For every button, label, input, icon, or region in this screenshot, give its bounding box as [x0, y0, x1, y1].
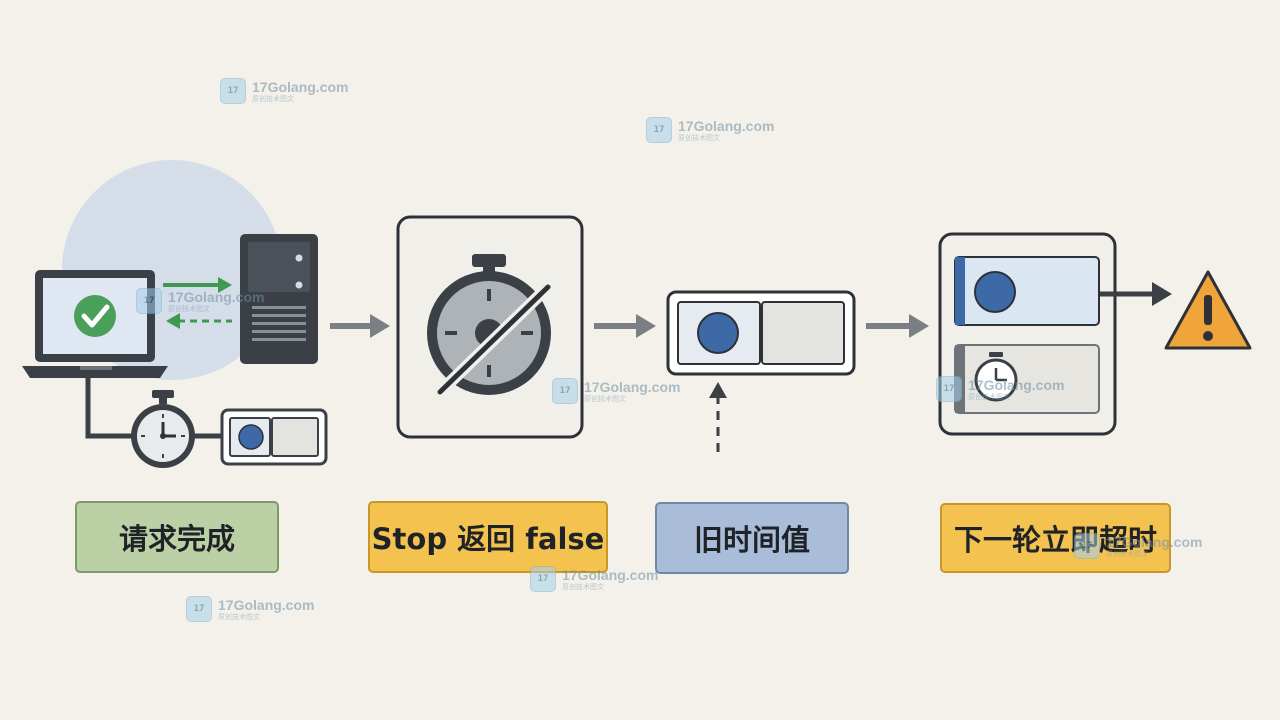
step-label-request-done: 请求完成	[75, 501, 279, 573]
step-label-old-value: 旧时间值	[655, 502, 849, 574]
old-value-dot	[697, 312, 739, 354]
panel-stop	[396, 215, 584, 439]
stopwatch-icon	[131, 390, 195, 468]
server-icon	[240, 234, 318, 364]
flow-arrow-1-head	[370, 314, 390, 338]
panel-old-value	[666, 290, 856, 452]
step-label-stop-false: Stop 返回 false	[368, 501, 608, 573]
small-stopwatch-icon	[974, 352, 1018, 402]
check-icon	[74, 295, 116, 337]
expired-value-dot	[974, 271, 1016, 313]
crossed-stopwatch-icon	[427, 254, 553, 397]
timer-slot-icon	[220, 408, 328, 466]
step-label-immediate-timeout: 下一轮立即超时	[940, 503, 1171, 573]
flow-arrow-3-head	[909, 314, 929, 338]
connector-cable	[85, 378, 140, 439]
flow-arrow-2-head	[636, 314, 656, 338]
panel-timeout	[938, 232, 1172, 436]
panel-request	[22, 160, 328, 468]
warning-icon	[1164, 270, 1252, 350]
exchange-arrows	[163, 277, 232, 329]
